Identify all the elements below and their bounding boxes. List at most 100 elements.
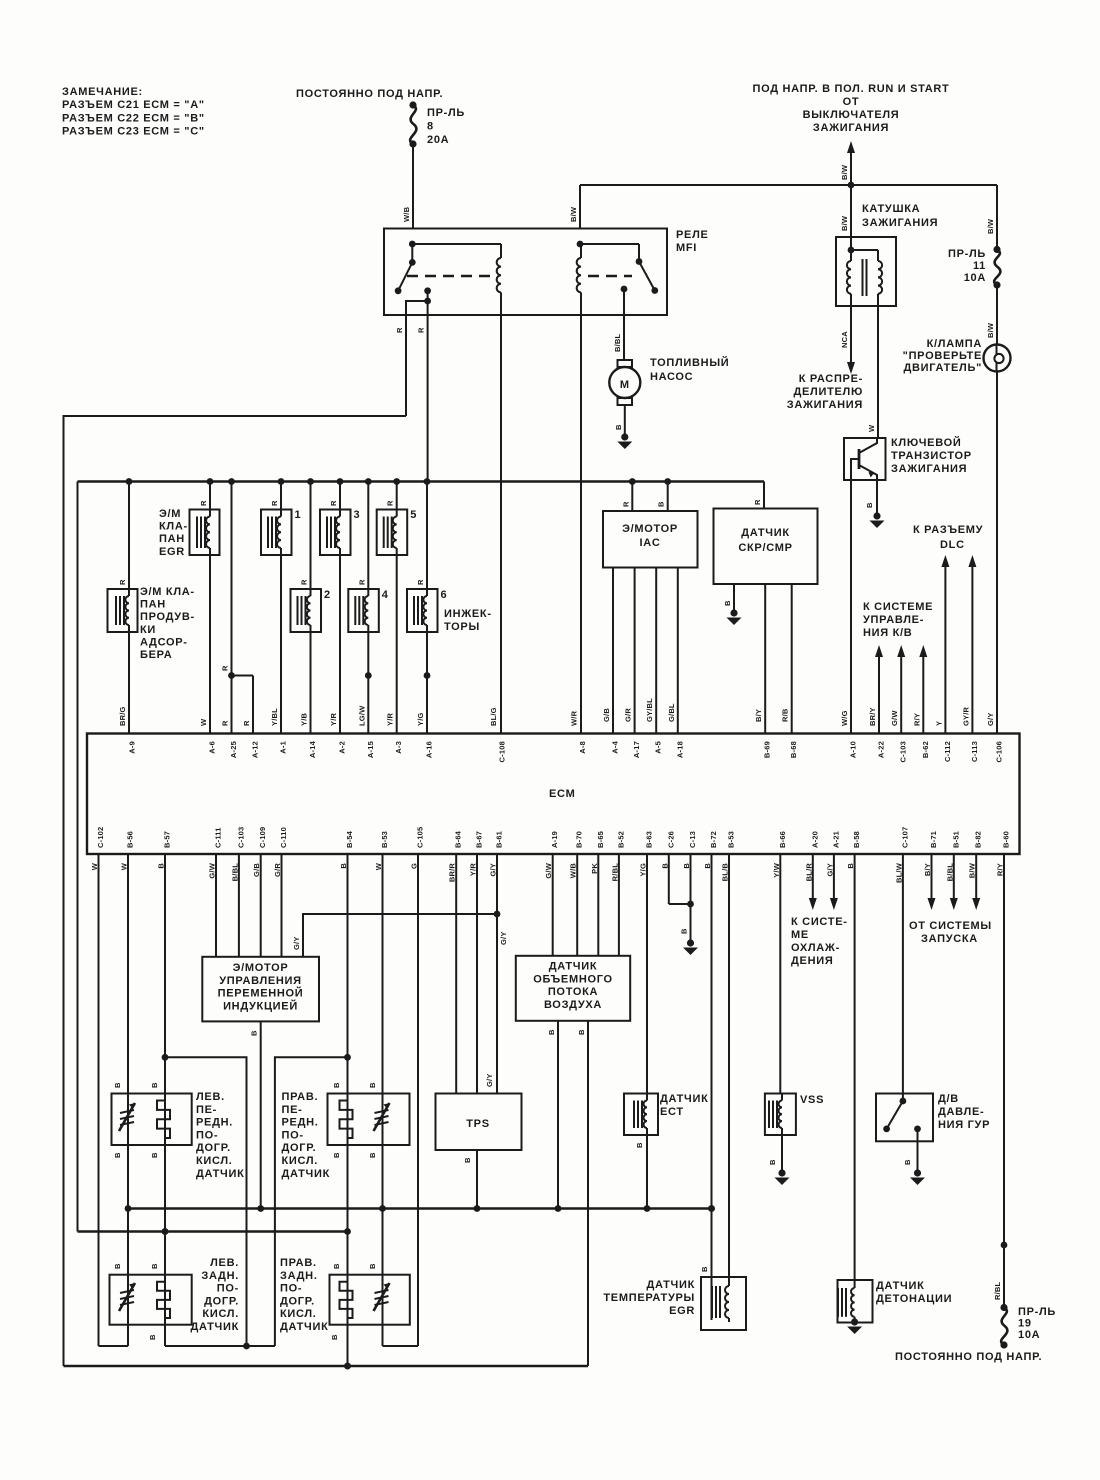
svg-text:B-57: B-57 (163, 831, 172, 848)
svg-text:G/Y: G/Y (499, 931, 508, 945)
svg-text:PK: PK (590, 863, 599, 874)
svg-text:A-14: A-14 (308, 740, 317, 758)
svg-text:B: B (332, 1152, 341, 1158)
svg-text:ECM: ECM (549, 788, 576, 800)
svg-text:ПО-: ПО- (217, 1283, 239, 1295)
svg-text:B: B (846, 863, 855, 869)
svg-text:A-16: A-16 (425, 741, 434, 758)
svg-text:NCA: NCA (840, 331, 849, 348)
svg-text:БЕРА: БЕРА (140, 649, 172, 661)
svg-text:A-25: A-25 (229, 741, 238, 758)
svg-text:R: R (386, 500, 395, 506)
svg-text:ПО-: ПО- (282, 1129, 304, 1141)
svg-text:Д/В: Д/В (938, 1093, 959, 1105)
svg-text:К/ЛАМПА: К/ЛАМПА (927, 338, 982, 350)
svg-text:ПР-ЛЬ: ПР-ЛЬ (948, 248, 986, 260)
svg-text:Y/G: Y/G (639, 863, 648, 877)
svg-text:R: R (242, 720, 251, 726)
svg-text:R/BL: R/BL (610, 863, 619, 882)
svg-text:РЕДН.: РЕДН. (196, 1117, 233, 1129)
svg-text:ИНЖЕК-: ИНЖЕК- (444, 608, 492, 620)
svg-text:ИНДУКЦИЕЙ: ИНДУКЦИЕЙ (223, 999, 298, 1012)
svg-text:R: R (221, 665, 230, 671)
svg-text:A-2: A-2 (338, 741, 347, 754)
svg-text:11: 11 (973, 260, 986, 272)
svg-text:ДОГР.: ДОГР. (196, 1142, 231, 1154)
svg-text:ДЕНИЯ: ДЕНИЯ (791, 955, 833, 967)
svg-text:B: B (903, 1159, 912, 1165)
svg-text:BR/Y: BR/Y (868, 707, 877, 726)
svg-text:ЗАЖИГАНИЯ: ЗАЖИГАНИЯ (862, 217, 938, 229)
svg-text:B/Y: B/Y (923, 863, 932, 876)
svg-text:ДАТЧИК: ДАТЧИК (646, 1279, 695, 1291)
svg-text:B: B (332, 1263, 341, 1269)
svg-text:B: B (113, 1152, 122, 1158)
svg-text:GY/BL: GY/BL (645, 698, 654, 722)
svg-text:BR/G: BR/G (118, 706, 127, 726)
svg-text:EGR: EGR (159, 546, 185, 558)
svg-text:ЗАЖИГАНИЯ: ЗАЖИГАНИЯ (891, 463, 967, 475)
svg-text:B: B (113, 1082, 122, 1088)
svg-text:G/W: G/W (544, 862, 553, 878)
svg-text:ДОГР.: ДОГР. (280, 1295, 315, 1307)
svg-text:B: B (547, 1029, 556, 1035)
svg-text:G/BL: G/BL (667, 703, 676, 722)
svg-text:W/R: W/R (570, 710, 579, 726)
svg-text:ЗАЖИГАНИЯ: ЗАЖИГАНИЯ (813, 122, 889, 134)
svg-text:ПЕРЕМЕННОЙ: ПЕРЕМЕННОЙ (218, 987, 304, 1000)
svg-text:ОХЛАЖ-: ОХЛАЖ- (791, 942, 840, 954)
svg-text:ТОРЫ: ТОРЫ (444, 621, 480, 633)
svg-text:B/W: B/W (986, 322, 995, 338)
svg-text:10А: 10А (1018, 1329, 1040, 1341)
svg-text:BL/B: BL/B (721, 863, 730, 882)
svg-text:ТЕМПЕРАТУРЫ: ТЕМПЕРАТУРЫ (603, 1292, 695, 1304)
svg-text:B: B (339, 863, 348, 869)
svg-text:B/Y: B/Y (754, 709, 763, 722)
svg-text:B-52: B-52 (616, 831, 625, 848)
svg-text:19: 19 (1018, 1318, 1032, 1330)
svg-text:ДАВЛЕ-: ДАВЛЕ- (938, 1106, 984, 1118)
svg-text:B: B (463, 1157, 472, 1163)
svg-text:ДАТЧИК: ДАТЧИК (549, 961, 598, 973)
svg-text:B: B (865, 502, 874, 508)
svg-text:B: B (657, 501, 666, 507)
svg-text:B-58: B-58 (852, 831, 861, 848)
svg-text:ДОГР.: ДОГР. (282, 1142, 317, 1154)
svg-text:B: B (250, 1030, 259, 1036)
svg-text:Y/B: Y/B (300, 713, 309, 726)
svg-text:W: W (199, 718, 208, 726)
svg-text:A-12: A-12 (251, 741, 260, 758)
svg-text:ДЕТОНАЦИИ: ДЕТОНАЦИИ (876, 1293, 952, 1305)
svg-text:М: М (620, 379, 630, 391)
svg-text:КЛА-: КЛА- (159, 521, 188, 533)
svg-text:ПОД НАПР. В ПОЛ. RUN И START: ПОД НАПР. В ПОЛ. RUN И START (753, 83, 950, 95)
svg-text:РЕЛЕ: РЕЛЕ (676, 229, 709, 241)
svg-text:MFI: MFI (676, 242, 697, 254)
svg-text:ОТ СИСТЕМЫ: ОТ СИСТЕМЫ (909, 920, 992, 932)
svg-text:АДСОР-: АДСОР- (140, 636, 188, 648)
svg-text:G/Y: G/Y (485, 1073, 494, 1087)
svg-text:"ПРОВЕРЬТЕ: "ПРОВЕРЬТЕ (903, 350, 982, 362)
svg-text:W: W (374, 862, 383, 870)
svg-text:B-69: B-69 (763, 741, 772, 758)
svg-text:МЕ: МЕ (791, 929, 809, 941)
svg-text:B-53: B-53 (380, 831, 389, 848)
svg-text:4: 4 (382, 589, 389, 601)
svg-text:C-103: C-103 (899, 741, 908, 762)
svg-text:2: 2 (324, 589, 331, 601)
svg-text:A-9: A-9 (128, 741, 137, 754)
svg-text:B/W: B/W (840, 164, 849, 180)
svg-text:ДВИГАТЕЛЬ": ДВИГАТЕЛЬ" (903, 362, 982, 374)
svg-text:ДАТЧИК: ДАТЧИК (660, 1093, 709, 1105)
svg-text:A-10: A-10 (849, 741, 858, 758)
svg-text:B-53: B-53 (727, 831, 736, 848)
svg-text:A-19: A-19 (550, 831, 559, 848)
svg-text:B/W: B/W (840, 215, 849, 231)
svg-text:ДАТЧИК: ДАТЧИК (741, 527, 790, 539)
svg-text:ЗАДН.: ЗАДН. (201, 1270, 239, 1282)
svg-text:РАЗЪЕМ С22 ЕСМ = "В": РАЗЪЕМ С22 ЕСМ = "В" (62, 112, 205, 124)
svg-text:R: R (270, 500, 279, 506)
svg-text:R: R (621, 501, 630, 507)
svg-text:G/W: G/W (890, 710, 899, 726)
svg-text:B-64: B-64 (454, 830, 463, 848)
